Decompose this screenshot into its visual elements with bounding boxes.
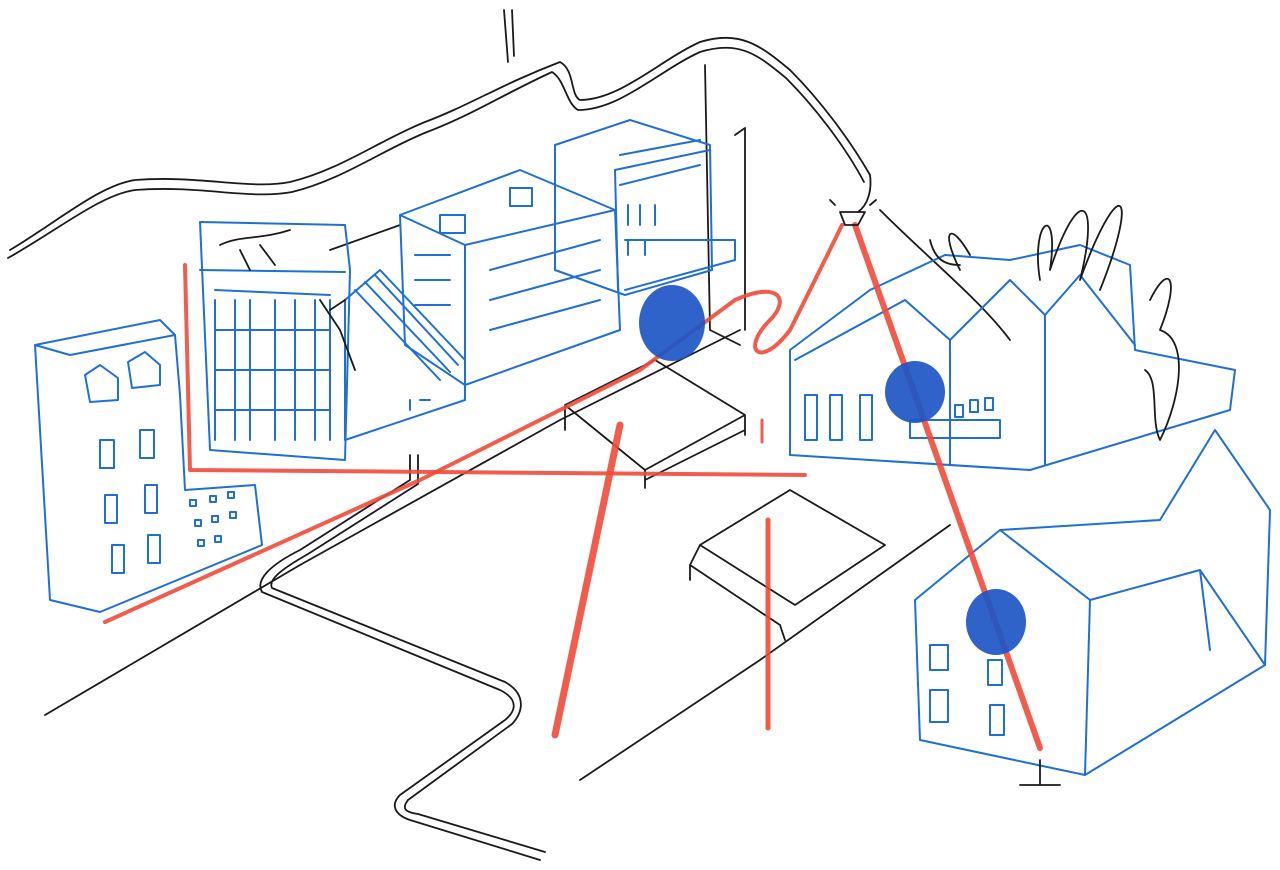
building-center <box>399 169 621 386</box>
point-2 <box>885 361 945 423</box>
building-roof-low <box>344 269 466 441</box>
point-1 <box>639 285 705 361</box>
building-right-complex <box>789 244 1236 471</box>
house-right <box>914 429 1271 786</box>
hill-outline <box>7 9 872 259</box>
table-1 <box>564 359 746 489</box>
winding-cable <box>259 454 541 861</box>
building-tall <box>199 221 351 461</box>
point-3 <box>966 589 1026 655</box>
table-2 <box>689 489 886 641</box>
routes <box>103 199 1043 751</box>
building-back <box>554 119 736 296</box>
plants <box>219 205 1180 441</box>
building-left <box>34 319 263 613</box>
points <box>639 285 1026 655</box>
street-lines <box>44 64 1011 781</box>
winding-cable-edge <box>270 454 546 853</box>
